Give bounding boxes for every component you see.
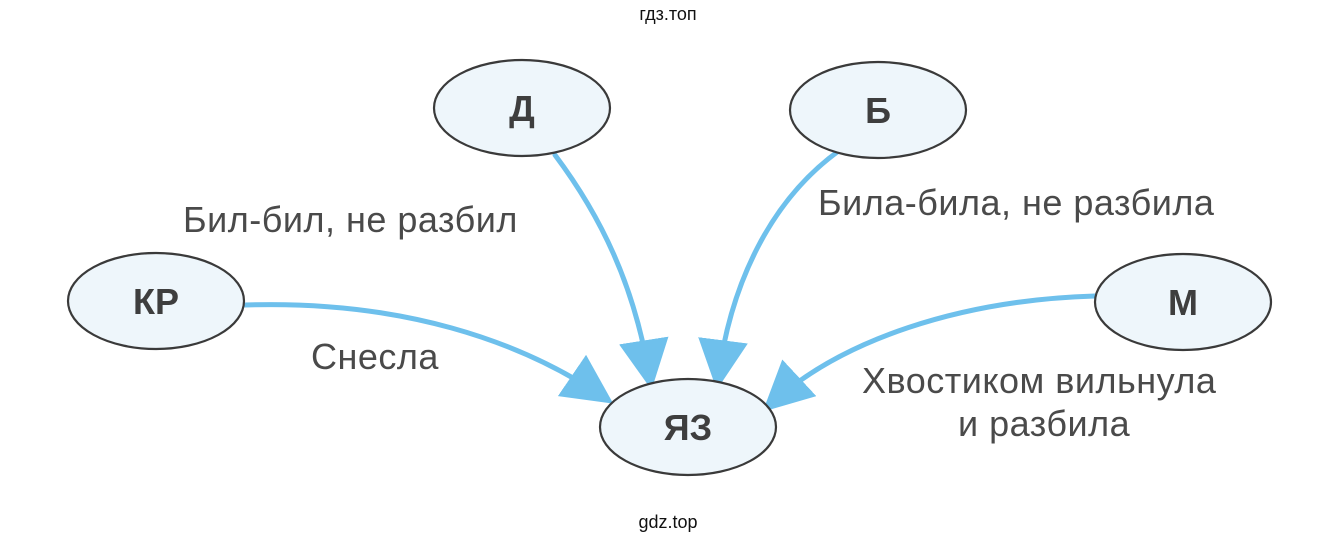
edge-label-d: Бил-бил, не разбил bbox=[183, 199, 518, 240]
node-m-label: М bbox=[1168, 282, 1198, 323]
node-d-shape bbox=[432, 58, 612, 158]
edge-kr-to-yaz bbox=[242, 302, 614, 404]
node-b-shape bbox=[788, 60, 968, 160]
edge-label-kr: Снесла bbox=[311, 336, 439, 377]
node-kr-label: КР bbox=[133, 281, 179, 322]
edge-d-to-yaz bbox=[552, 152, 669, 390]
edge-label-b: Била-била, не разбила bbox=[818, 182, 1215, 223]
node-yaz-label: ЯЗ bbox=[664, 407, 712, 448]
node-yaz: ЯЗ bbox=[598, 377, 778, 477]
node-m: М bbox=[1093, 252, 1273, 352]
node-d: Д bbox=[432, 58, 612, 158]
node-yaz-shape bbox=[598, 377, 778, 477]
edge-label-m-line1: Хвостиком вильнула bbox=[862, 360, 1217, 401]
watermark-bottom: gdz.top bbox=[638, 512, 697, 532]
edge-label-m-line2: и разбила bbox=[958, 403, 1131, 444]
edge-b-to-yaz bbox=[698, 147, 843, 390]
node-m-shape bbox=[1093, 252, 1273, 352]
edge-m-to-yaz bbox=[762, 293, 1098, 412]
node-kr-shape bbox=[66, 251, 246, 351]
node-b-label: Б bbox=[865, 90, 891, 131]
node-kr: КР bbox=[66, 251, 246, 351]
node-d-label: Д bbox=[509, 88, 535, 129]
watermark-top: гдз.топ bbox=[639, 4, 696, 24]
node-b: Б bbox=[788, 60, 968, 160]
